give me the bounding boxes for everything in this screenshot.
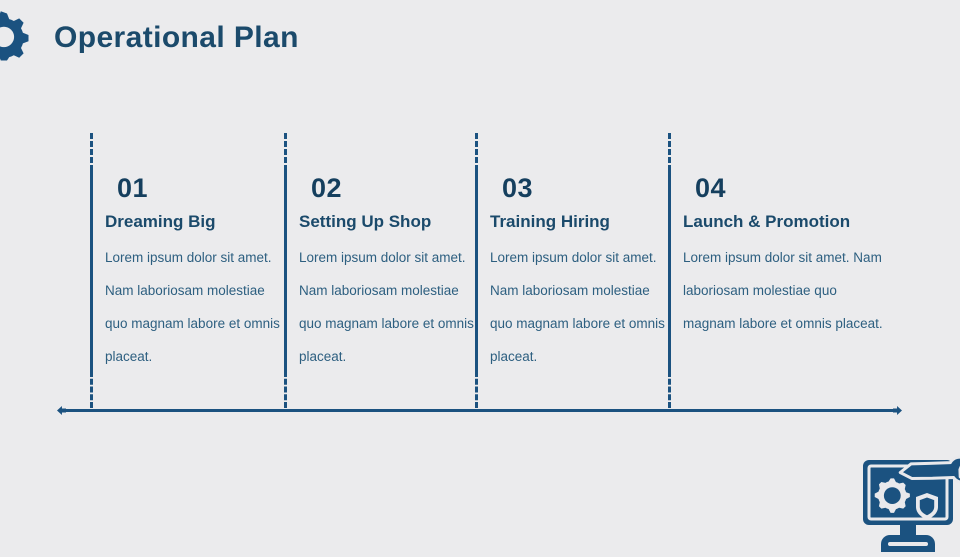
step-divider-2 (284, 133, 287, 408)
timeline-step-04[interactable]: 04 Launch & Promotion Lorem ipsum dolor … (683, 172, 888, 340)
timeline-step-02[interactable]: 02 Setting Up Shop Lorem ipsum dolor sit… (299, 172, 479, 373)
divider-dash-top (90, 133, 93, 171)
timeline-step-03[interactable]: 03 Training Hiring Lorem ipsum dolor sit… (490, 172, 670, 373)
divider-dash-top (475, 133, 478, 171)
slide-header: Operational Plan (0, 0, 960, 78)
timeline-axis (57, 406, 902, 416)
divider-dash-bottom (668, 371, 671, 408)
page-title: Operational Plan (54, 21, 299, 54)
step-number: 04 (695, 173, 727, 203)
step-divider-1 (90, 133, 93, 408)
timeline: 01 Dreaming Big Lorem ipsum dolor sit am… (57, 133, 960, 416)
divider-solid (475, 171, 478, 371)
timeline-step-01[interactable]: 01 Dreaming Big Lorem ipsum dolor sit am… (105, 172, 285, 373)
divider-dash-top (284, 133, 287, 171)
step-body: Lorem ipsum dolor sit amet. Nam laborios… (490, 250, 665, 364)
step-number: 02 (311, 173, 343, 203)
step-body: Lorem ipsum dolor sit amet. Nam laborios… (683, 250, 883, 331)
step-number: 03 (502, 173, 534, 203)
step-divider-3 (475, 133, 478, 408)
divider-dash-bottom (284, 371, 287, 408)
step-divider-4 (668, 133, 671, 408)
step-title: Setting Up Shop (299, 212, 432, 231)
step-title: Training Hiring (490, 212, 610, 231)
arrow-right-icon (893, 406, 902, 415)
axis-line (62, 409, 897, 412)
divider-dash-top (668, 133, 671, 171)
divider-solid (90, 171, 93, 371)
monitor-gear-wrench-shield-icon (858, 447, 960, 556)
step-body: Lorem ipsum dolor sit amet. Nam laborios… (105, 250, 280, 364)
step-title: Launch & Promotion (683, 212, 851, 231)
step-number: 01 (117, 173, 149, 203)
arrow-left-icon (57, 406, 66, 415)
gear-icon (0, 8, 36, 66)
divider-dash-bottom (475, 371, 478, 408)
divider-solid (668, 171, 671, 371)
step-body: Lorem ipsum dolor sit amet. Nam laborios… (299, 250, 474, 364)
step-title: Dreaming Big (105, 212, 216, 231)
divider-dash-bottom (90, 371, 93, 408)
divider-solid (284, 171, 287, 371)
